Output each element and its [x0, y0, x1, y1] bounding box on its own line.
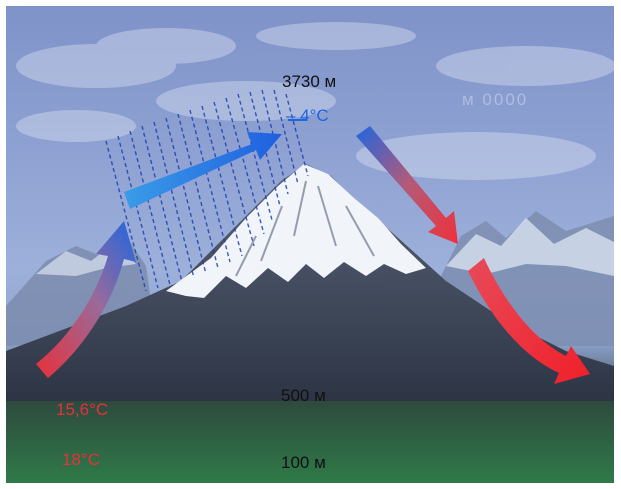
descending-air-arrow-upper [356, 126, 458, 244]
rock-streaks [235, 180, 375, 277]
descending-air-arrow-lower [468, 258, 590, 384]
base-altitude-label: 100 м [281, 453, 326, 472]
clouds [16, 22, 614, 180]
rising-air-arrow [36, 221, 136, 378]
windward-temperature-mid-label: 15,6°C [56, 400, 109, 419]
main-mountain [6, 164, 614, 406]
summit-altitude-label: 3730 м [282, 72, 337, 91]
mountain-illustration [6, 22, 614, 483]
summit-temperature-label: – 4°C [286, 106, 329, 125]
faded-altitude-label: м 0000 [462, 90, 529, 109]
mid-altitude-label: 500 м [281, 386, 326, 405]
foehn-diagram: м 0000 3730 м – 4°C 500 м 100 м 15,6°C 1… [6, 6, 614, 483]
ground [6, 401, 614, 483]
summit-flow-arrow [124, 132, 282, 209]
windward-temperature-base-label: 18°C [62, 450, 100, 469]
